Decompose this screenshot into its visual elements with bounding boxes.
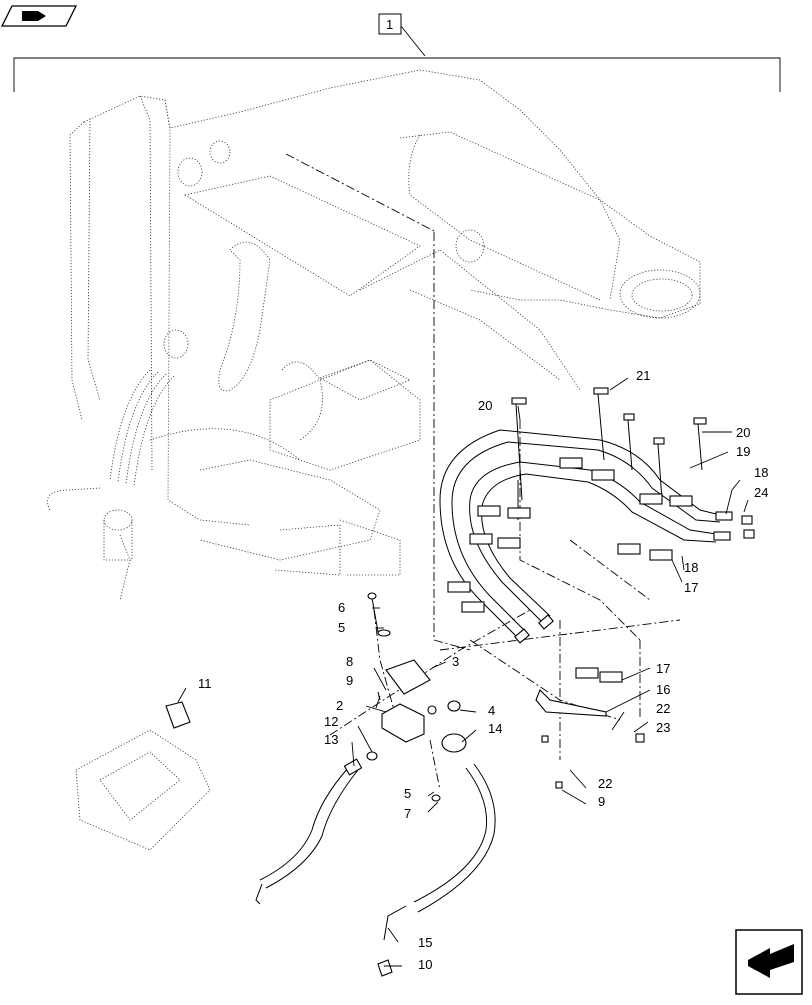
callout-20-left[interactable]: 20 xyxy=(478,398,492,413)
callout-10[interactable]: 10 xyxy=(418,957,432,972)
hose-15 xyxy=(377,763,496,977)
callout-23[interactable]: 23 xyxy=(656,720,670,735)
switch-panel xyxy=(75,701,211,851)
callout-20-right[interactable]: 20 xyxy=(736,425,750,440)
callout-11[interactable]: 11 xyxy=(198,676,212,691)
valve-bracket-assembly xyxy=(366,592,467,802)
callout-3[interactable]: 3 xyxy=(452,654,459,669)
book-arrow-icon[interactable] xyxy=(0,5,78,27)
hose-13 xyxy=(255,758,363,905)
callout-9-left[interactable]: 9 xyxy=(346,673,353,688)
callout-6[interactable]: 6 xyxy=(338,600,345,615)
callout-17-top[interactable]: 17 xyxy=(684,580,698,595)
callout-18-top[interactable]: 18 xyxy=(754,465,768,480)
alignment-lines xyxy=(285,153,681,791)
callout-16[interactable]: 16 xyxy=(656,682,670,697)
callout-21[interactable]: 21 xyxy=(636,368,650,383)
callout-8[interactable]: 8 xyxy=(346,654,353,669)
callout-2[interactable]: 2 xyxy=(336,698,343,713)
callout-labels: 20 21 20 19 18 24 18 17 6 5 8 3 9 17 16 … xyxy=(198,368,768,972)
return-arrow-icon[interactable] xyxy=(735,929,803,995)
callout-15[interactable]: 15 xyxy=(418,935,432,950)
callout-7[interactable]: 7 xyxy=(404,806,411,821)
callout-22-top[interactable]: 22 xyxy=(656,701,670,716)
callout-5-bottom[interactable]: 5 xyxy=(404,786,411,801)
assembly-bracket: 1 xyxy=(13,13,781,92)
hydraulic-hose-set xyxy=(439,429,733,644)
callout-13[interactable]: 13 xyxy=(324,732,338,747)
clamp-hardware xyxy=(447,387,755,789)
callout-18-bottom[interactable]: 18 xyxy=(684,560,698,575)
callout-24[interactable]: 24 xyxy=(754,485,768,500)
callout-19[interactable]: 19 xyxy=(736,444,750,459)
callout-14[interactable]: 14 xyxy=(488,721,502,736)
assembly-number-label: 1 xyxy=(386,17,393,32)
frame-hose-bundle xyxy=(109,361,323,487)
loader-frame xyxy=(47,69,701,601)
callout-5-top[interactable]: 5 xyxy=(338,620,345,635)
callout-9-right[interactable]: 9 xyxy=(598,794,605,809)
leader-lines xyxy=(177,377,749,967)
callout-4[interactable]: 4 xyxy=(488,703,495,718)
callout-17-bottom[interactable]: 17 xyxy=(656,661,670,676)
callout-12[interactable]: 12 xyxy=(324,714,338,729)
callout-22-bottom[interactable]: 22 xyxy=(598,776,612,791)
